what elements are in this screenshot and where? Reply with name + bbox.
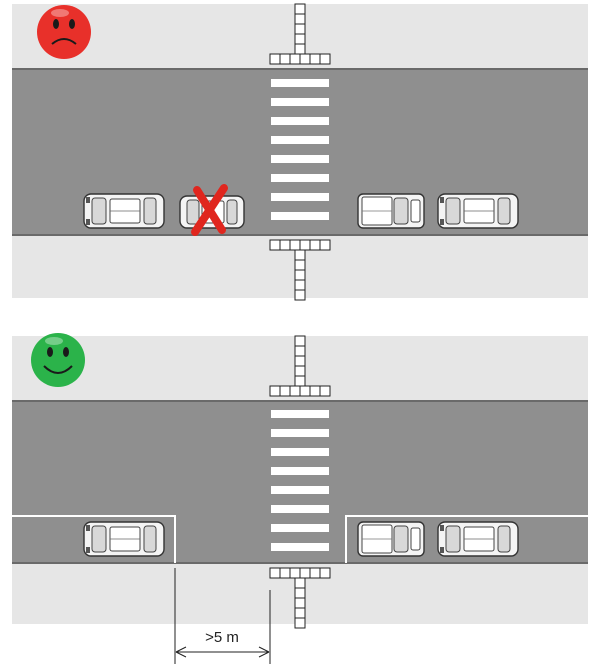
parked-car <box>83 193 165 229</box>
parking-bay-right <box>345 515 588 563</box>
sad-face-icon <box>37 5 91 59</box>
parked-car <box>357 521 425 557</box>
parking-bay-left <box>12 515 176 563</box>
parked-car <box>437 521 519 557</box>
cross-mark-icon <box>191 184 228 236</box>
distance-dimension: >5 m <box>174 568 271 664</box>
panel-incorrect <box>12 3 588 301</box>
smiley-face-icon <box>31 333 85 387</box>
parked-car <box>83 521 165 557</box>
distance-label: >5 m <box>205 629 239 646</box>
panel-correct: >5 m <box>12 333 588 664</box>
parked-car <box>437 193 519 229</box>
parked-car <box>357 193 425 229</box>
